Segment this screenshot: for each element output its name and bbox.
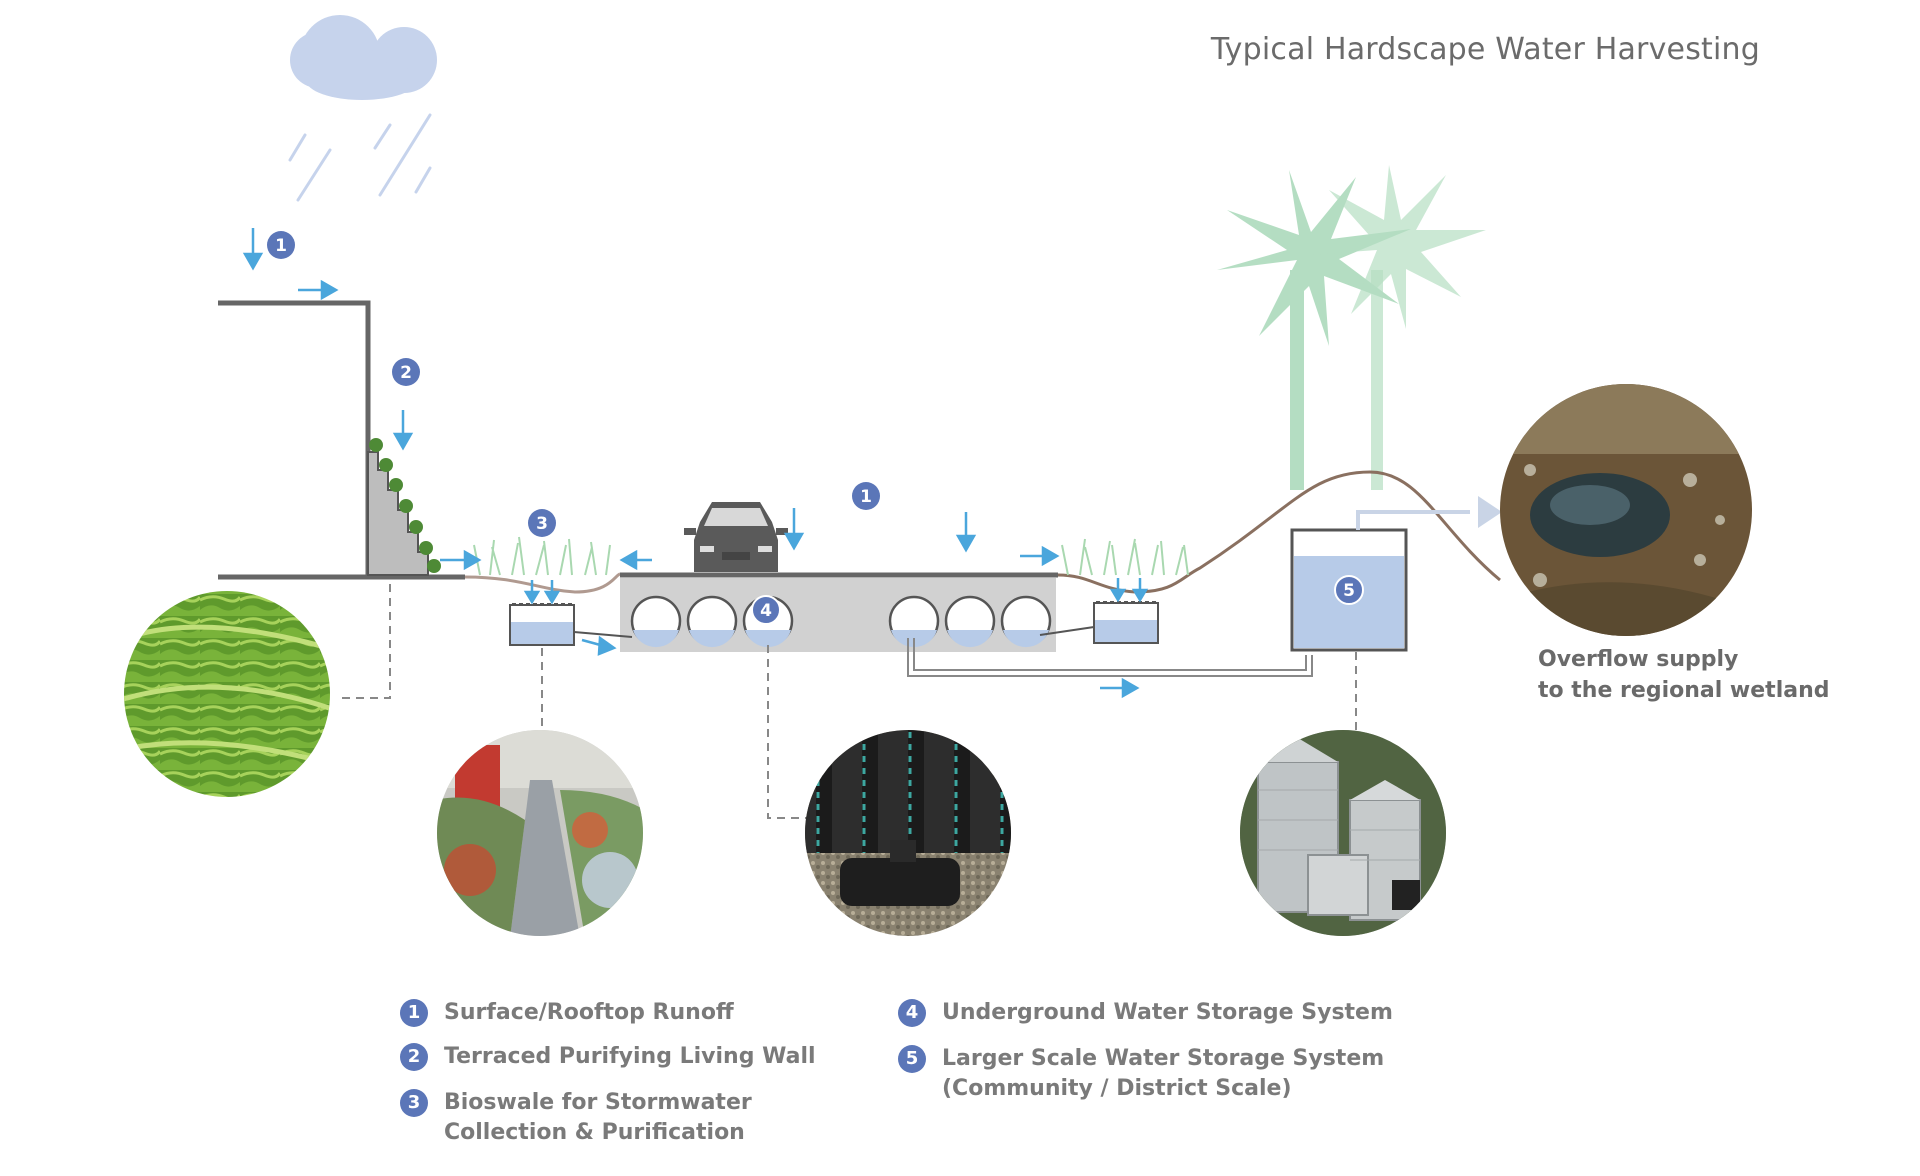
bioswale-street-photo — [437, 730, 643, 936]
diagram-marker-1: 1 — [267, 231, 295, 259]
car-icon — [684, 502, 788, 572]
bioswale-collection-tank-right — [1093, 601, 1159, 644]
legend-label-4: Underground Water Storage System — [942, 1000, 1393, 1025]
overflow-note-line-2: to the regional wetland — [1538, 678, 1830, 703]
rain-cloud-icon — [288, 15, 437, 202]
legend-item-1: 1 Surface/Rooftop Runoff — [400, 998, 816, 1028]
diagram-marker-2: 2 — [392, 358, 420, 386]
underground-storage-slab — [573, 578, 1095, 652]
legend-label-2: Terraced Purifying Living Wall — [444, 1044, 816, 1069]
terraced-rice-fields-photo — [124, 591, 330, 797]
legend-label-5-line-2: (Community / District Scale) — [942, 1076, 1292, 1101]
legend-label-3-line-2: Collection & Purification — [444, 1120, 745, 1145]
svg-text:3: 3 — [536, 514, 548, 534]
legend-label-3-line-1: Bioswale for Stormwater — [444, 1090, 752, 1115]
overflow-note: Overflow supply to the regional wetland — [1538, 644, 1898, 706]
legend-column-left: 1 Surface/Rooftop Runoff 2 Terraced Puri… — [400, 998, 816, 1148]
legend-item-3: 3 Bioswale for Stormwater Collection & P… — [400, 1088, 816, 1148]
legend-item-5: 5 Larger Scale Water Storage System (Com… — [898, 1044, 1393, 1104]
overflow-note-line-1: Overflow supply — [1538, 647, 1739, 672]
legend-label-5-line-1: Larger Scale Water Storage System — [942, 1046, 1385, 1071]
legend-marker-4: 4 — [898, 999, 926, 1027]
bioswale-collection-tank-left — [509, 603, 575, 646]
legend-marker-1: 1 — [400, 999, 428, 1027]
legend-marker-3: 3 — [400, 1089, 428, 1117]
legend-column-right: 4 Underground Water Storage System 5 Lar… — [898, 998, 1393, 1104]
svg-text:5: 5 — [1343, 581, 1355, 601]
diagram-title: Typical Hardscape Water Harvesting — [1210, 32, 1760, 67]
legend-item-4: 4 Underground Water Storage System — [898, 998, 1393, 1028]
legend-marker-5: 5 — [898, 1045, 926, 1073]
legend-marker-2: 2 — [400, 1043, 428, 1071]
legend-item-2: 2 Terraced Purifying Living Wall — [400, 1042, 816, 1072]
diagram-marker-4: 4 — [751, 595, 781, 625]
diagram-marker-5: 5 — [1334, 575, 1364, 605]
svg-text:2: 2 — [400, 363, 412, 383]
palm-trees — [1217, 165, 1486, 490]
svg-text:1: 1 — [275, 236, 287, 256]
diagram-marker-1-road: 1 — [852, 482, 880, 510]
bioswale-grass — [473, 536, 1189, 576]
diagram-markers: 1 2 3 4 1 5 — [267, 231, 1364, 625]
steel-water-tanks-photo — [1240, 730, 1446, 936]
leader-lines — [338, 584, 1357, 819]
svg-text:1: 1 — [860, 487, 872, 507]
regional-wetland-pond-photo — [1500, 384, 1752, 636]
large-storage-tank — [1290, 496, 1502, 652]
legend-label-1: Surface/Rooftop Runoff — [444, 1000, 734, 1025]
svg-text:4: 4 — [760, 601, 772, 621]
underground-storage-pipes-photo — [805, 730, 1011, 936]
building-wall — [218, 300, 465, 580]
overflow-pipe — [907, 638, 1313, 677]
flow-arrows — [242, 228, 1149, 699]
diagram-marker-3: 3 — [528, 509, 556, 537]
